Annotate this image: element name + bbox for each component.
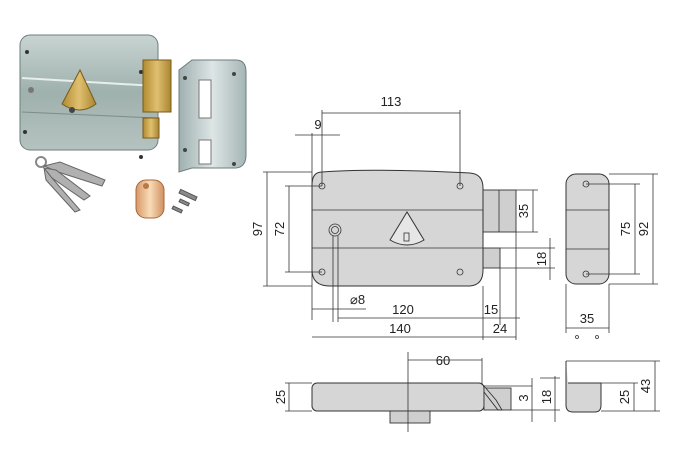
dim-9: 9: [314, 117, 321, 132]
keys: [35, 156, 106, 213]
latch: [142, 117, 160, 139]
dim-side-25: 25: [617, 390, 632, 404]
strike-side-outline: [565, 361, 602, 413]
dim-92: 92: [636, 222, 651, 236]
dim-15: 15: [484, 302, 498, 317]
dim-top-25: 25: [273, 390, 288, 404]
dim-dia-8: ⌀8: [350, 292, 365, 307]
latch-outline: [482, 247, 501, 269]
strike-plate: [178, 59, 247, 173]
dim-72: 72: [272, 222, 287, 236]
dim-3: 3: [516, 394, 531, 401]
deadbolt-outline: [482, 189, 517, 233]
dim-43: 43: [638, 379, 653, 393]
cylinder: [135, 179, 165, 219]
top-view: 60 25 3 18: [273, 352, 560, 432]
dim-120: 120: [392, 302, 414, 317]
dim-60: 60: [436, 353, 450, 368]
product-photo: [19, 34, 247, 219]
dim-140: 140: [389, 321, 411, 336]
dim-75: 75: [618, 222, 633, 236]
dim-18: 18: [534, 252, 549, 266]
cylinder-escutcheon: [61, 68, 97, 111]
dim-97: 97: [250, 222, 265, 236]
deadbolt: [142, 59, 172, 113]
dim-24: 24: [493, 321, 507, 336]
strike-outline: [565, 173, 610, 285]
dim-top-18: 18: [539, 390, 554, 404]
strike-side-view: 25 43: [565, 360, 660, 413]
dim-35: 35: [516, 204, 531, 218]
screws: [171, 188, 198, 214]
top-body-outline: [311, 382, 485, 412]
dim-strike-35: 35: [580, 311, 594, 326]
dim-113: 113: [381, 94, 402, 109]
cylinder-outline: [389, 211, 425, 246]
front-view: 113 9 97 72 35 18 ⌀8 120 140 15 24: [250, 94, 555, 340]
strike-view: 75 92 35: [565, 173, 658, 339]
